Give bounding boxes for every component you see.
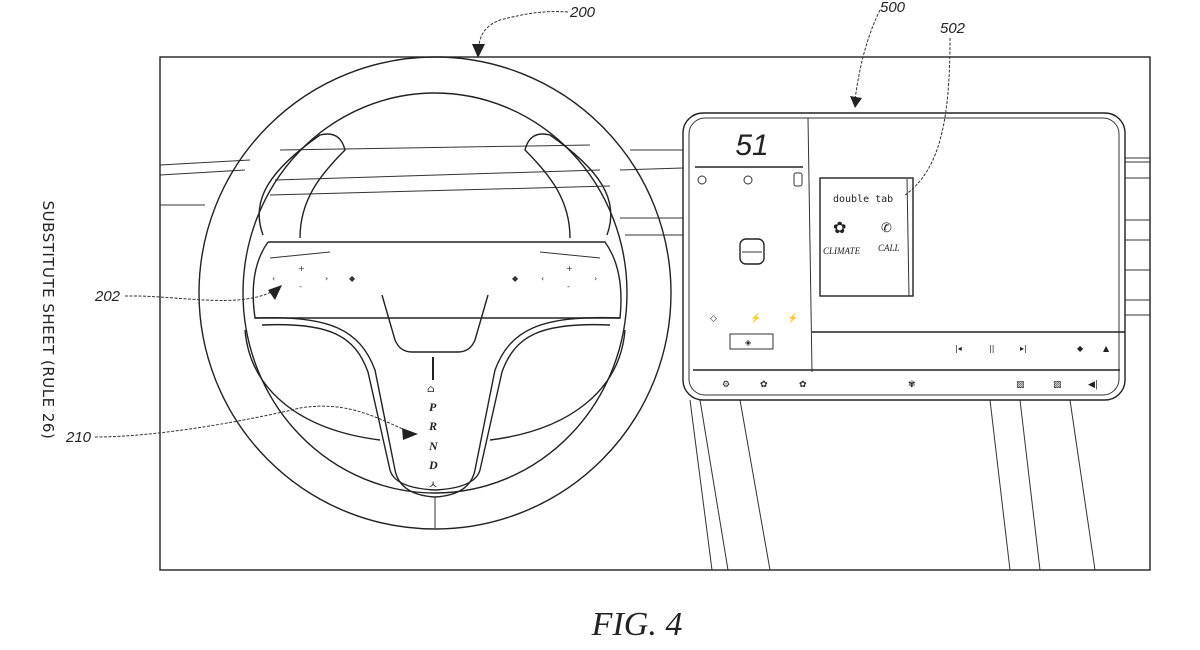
bottom-bar-icons: ⚙ ✿ ✿ ✾ ▨ ▨ ◀| [722, 380, 1098, 390]
gear-d: D [428, 458, 438, 472]
steering-wheel: ‹ + - › ◆ ◆ ‹ + - › ⌂ P R N D ㅅ [198, 56, 672, 530]
svg-text:◆: ◆ [512, 274, 519, 283]
status-circle-icon [697, 175, 707, 185]
svg-text:◈: ◈ [745, 338, 752, 347]
park-assist-icon: ⌂ [427, 384, 435, 395]
seat-heat-icon[interactable]: ▨ [1053, 380, 1062, 390]
call-option[interactable]: ✆ CALL [878, 221, 900, 253]
ref-210: 210 [65, 429, 92, 446]
dashboard-lines [159, 144, 1150, 571]
seat-heat-icon[interactable]: ▨ [1016, 380, 1025, 390]
alert-icon[interactable]: ▲ [1103, 344, 1110, 353]
navigate-icon[interactable]: ◆ [1077, 344, 1084, 353]
car-icon [739, 238, 765, 265]
media-controls: |◂ || ▸| ◆ ▲ [955, 344, 1110, 353]
svg-text:-: - [567, 282, 570, 291]
next-track-icon[interactable]: ▸| [1020, 344, 1027, 353]
drawing-frame [159, 56, 1151, 571]
svg-text:+: + [566, 264, 573, 273]
speed-readout: 51 [735, 129, 768, 162]
substitute-sheet-note: SUBSTITUTE SHEET (RULE 26) [39, 200, 57, 440]
climate-option[interactable]: ✿ CLIMATE [823, 218, 861, 256]
volume-icon[interactable]: ◀| [1088, 380, 1098, 390]
lightning-icon: ⚡ [750, 312, 761, 324]
phone-icon: ✆ [881, 221, 892, 236]
svg-text:-: - [299, 282, 302, 291]
menu-button[interactable] [729, 333, 774, 350]
svg-text:◆: ◆ [349, 274, 356, 283]
svg-text:›: › [325, 274, 328, 283]
arrowhead [268, 285, 282, 300]
gear-selector: P R N D [428, 400, 439, 472]
center-display: 51 ◇ ⚡ ⚡ ◈ |◂ || ▸| ◆ ▲ ⚙ ✿ ✿ ✾ ▨ ▨ ◀| [682, 112, 1126, 401]
fan-icon: ✿ [833, 218, 846, 237]
double-tap-popup: double tab ✿ CLIMATE ✆ CALL [819, 177, 914, 297]
gear-r: R [428, 419, 437, 433]
fan-icon[interactable]: ✾ [908, 380, 916, 390]
light-icon: ◇ [710, 314, 717, 324]
gear-n: N [428, 439, 439, 453]
battery-icon [793, 172, 803, 187]
climate-icon[interactable]: ✿ [760, 380, 768, 390]
arrowhead [472, 44, 485, 58]
previous-track-icon[interactable]: |◂ [955, 344, 962, 353]
wiper-icon: ㅅ [428, 478, 438, 491]
pause-icon[interactable]: || [989, 344, 994, 353]
lightning-icon: ⚡ [787, 312, 798, 324]
ref-202: 202 [94, 288, 121, 305]
gear-p: P [429, 400, 437, 414]
climate-label: CLIMATE [823, 246, 861, 256]
call-label: CALL [878, 243, 900, 253]
arrowhead [850, 96, 862, 108]
popup-title: double tab [833, 194, 893, 205]
leader-lines [94, 9, 951, 438]
svg-text:‹: ‹ [541, 274, 544, 283]
svg-text:‹: ‹ [272, 274, 275, 283]
status-circle-icon [743, 175, 753, 185]
svg-text:›: › [594, 274, 597, 283]
car-icon[interactable]: ⚙ [722, 380, 730, 390]
ref-502: 502 [940, 20, 966, 37]
ref-200: 200 [569, 4, 596, 21]
left-controls: ‹ + - › ◆ ◆ ‹ + - › [272, 264, 597, 291]
svg-text:+: + [298, 264, 305, 273]
climate-icon[interactable]: ✿ [799, 380, 807, 390]
arrowhead [402, 428, 418, 440]
ref-500: 500 [880, 0, 906, 16]
figure-label: FIG. 4 [591, 606, 683, 643]
